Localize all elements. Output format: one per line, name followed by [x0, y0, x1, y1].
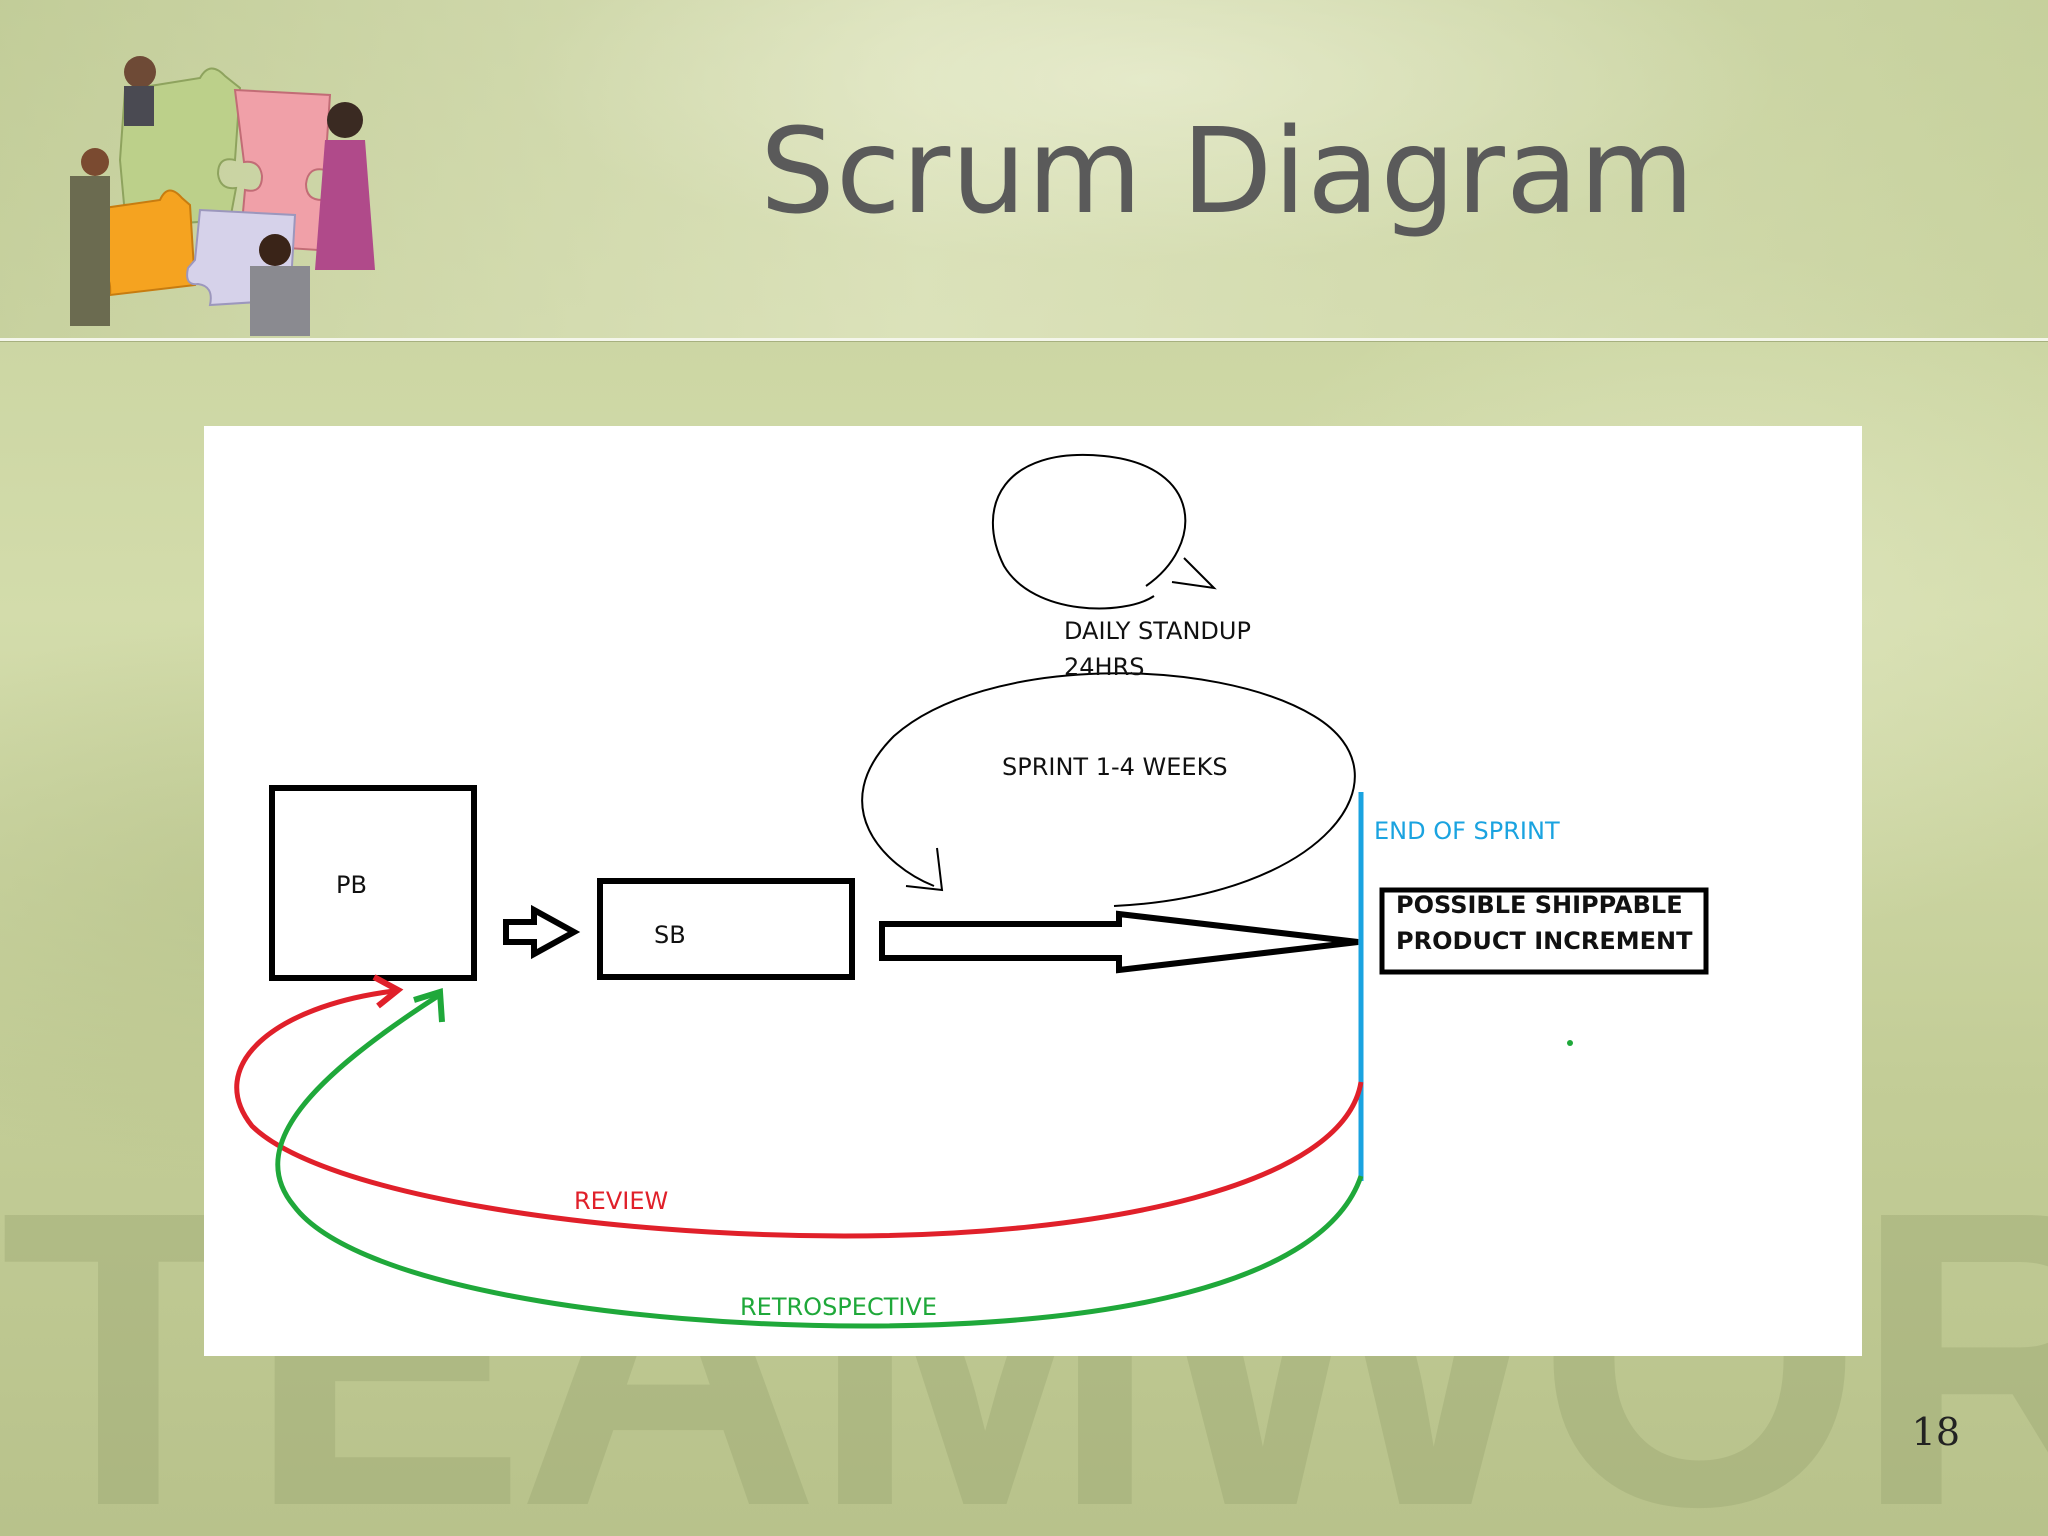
- sprint-loop: [861, 672, 1356, 907]
- end-of-sprint-label: END OF SPRINT: [1374, 817, 1560, 845]
- product-increment-box: [1379, 887, 1709, 975]
- increment-label-line1: POSSIBLE SHIPPABLE: [1396, 891, 1683, 919]
- review-arrowhead-icon: [372, 974, 404, 1009]
- slide-number: 18: [1911, 1410, 1960, 1454]
- increment-label-line2: PRODUCT INCREMENT: [1396, 927, 1693, 955]
- scrum-diagram-canvas: [234, 453, 1709, 1329]
- retrospective-label: RETROSPECTIVE: [740, 1293, 938, 1321]
- retrospective-arrowhead-icon: [413, 988, 445, 1023]
- sprint-backlog-box: [597, 878, 855, 980]
- sb-label: SB: [654, 921, 686, 949]
- person-icon: [70, 56, 375, 336]
- daily-standup-duration-label: 24HRS: [1064, 653, 1145, 681]
- header-divider: [0, 338, 2048, 342]
- stray-dot: [1567, 1040, 1573, 1046]
- product-backlog-box: [269, 785, 477, 981]
- sprint-arrowhead-icon: [905, 847, 944, 892]
- sprint-label: SPRINT 1-4 WEEKS: [1002, 753, 1228, 781]
- review-feedback-curve: [234, 988, 1364, 1239]
- daily-standup-arrowhead-icon: [1171, 557, 1217, 590]
- pb-to-sb-arrow-icon: [503, 904, 581, 960]
- review-label: REVIEW: [574, 1187, 669, 1215]
- pb-label: PB: [336, 871, 367, 899]
- daily-standup-label: DAILY STANDUP: [1064, 617, 1251, 645]
- scrum-diagram-panel: PB SB DAILY STANDUP 24HRS SPRINT 1-4 WEE…: [204, 426, 1862, 1356]
- daily-standup-loop: [991, 453, 1187, 610]
- slide-title: Scrum Diagram: [760, 102, 1696, 240]
- retrospective-feedback-curve: [275, 993, 1364, 1329]
- teamwork-puzzle-clipart: [70, 56, 375, 336]
- sprint-progress-arrow-icon: [879, 910, 1359, 974]
